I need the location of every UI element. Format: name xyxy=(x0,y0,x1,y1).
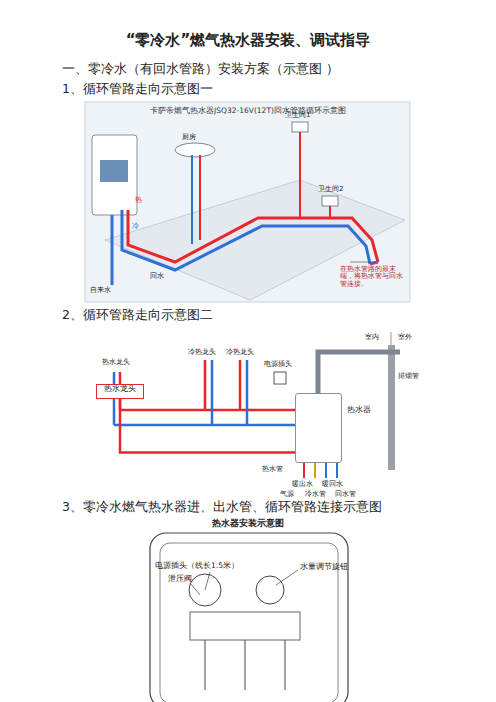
cold-riser xyxy=(211,360,214,425)
annotation: 冷热龙头 xyxy=(188,348,216,356)
kitchen-sink xyxy=(175,143,215,157)
node-label: 热水器 xyxy=(347,406,371,415)
section-heading: 2、循环管路走向示意图二 xyxy=(62,308,213,322)
shower-head xyxy=(322,196,338,206)
heater-outline xyxy=(150,533,348,702)
annotation: 自来水 xyxy=(90,286,111,294)
annotation: 热水器安装示意图 xyxy=(0,518,496,528)
outer-wall xyxy=(388,345,395,470)
hot-pipe xyxy=(128,210,378,262)
mains-inlet xyxy=(111,215,114,285)
leader-line xyxy=(350,262,376,263)
hot-water-pipe xyxy=(120,399,295,453)
cold-pipe xyxy=(114,424,297,427)
faucet-box: 热水龙头 xyxy=(96,384,144,399)
pipe-stub xyxy=(245,640,246,690)
annotation: 卡萨帝燃气热水器JSQ32-16V(12T)回水管路循环示意图 xyxy=(0,107,496,116)
section-heading: 3、零冷水燃气热水器进、出水管、循环管路连接示意图 xyxy=(62,500,382,514)
annotation: 排烟管 xyxy=(398,372,419,380)
page-title: “零冷水”燃气热水器安装、调试指导 xyxy=(0,32,496,49)
manifold xyxy=(190,612,300,640)
water-valve xyxy=(256,576,284,604)
annotation: 泄压阀 xyxy=(168,575,192,584)
heater-panel xyxy=(100,160,128,182)
annotation: 回水管 xyxy=(335,491,356,498)
annotation: 厨房 xyxy=(182,133,196,141)
pipe-stub xyxy=(285,640,286,690)
section-heading: 一、零冷水（有回水管路）安装方案（示意图 ） xyxy=(62,62,339,76)
cold-riser xyxy=(191,155,193,244)
annotation: 冷水管 xyxy=(305,491,326,498)
annotation: 电源插头 xyxy=(264,360,292,368)
hot-riser xyxy=(329,206,331,218)
inlet-stub xyxy=(325,463,327,478)
hot-pipe xyxy=(120,409,297,412)
hot-riser xyxy=(204,360,207,410)
power-socket xyxy=(274,372,286,384)
annotation: 暖回水 xyxy=(322,481,343,488)
hot-riser xyxy=(299,132,301,218)
node-label: 热水龙头 xyxy=(97,385,143,394)
annotation: 热水管 xyxy=(262,466,283,473)
leader-line xyxy=(190,583,200,595)
pipe-stub xyxy=(205,640,206,690)
hot-riser xyxy=(239,360,242,410)
annotation: 热 xyxy=(135,196,142,204)
gas-stub xyxy=(314,463,316,478)
annotation: 室内 xyxy=(365,333,379,341)
annotation: 冷 xyxy=(132,222,139,230)
annotation: 回水 xyxy=(150,272,164,280)
outlet-stub xyxy=(303,463,305,478)
annotation: 卫生间2 xyxy=(318,185,343,193)
return-stub xyxy=(336,463,338,478)
annotation: 暖出水 xyxy=(292,481,313,488)
annotation: 热水龙头 xyxy=(102,358,130,366)
annotation: 室外 xyxy=(398,333,412,341)
water-heater-drawing xyxy=(92,135,137,215)
heater-box: 热水器 xyxy=(295,393,342,463)
annotation: 卫生间1 xyxy=(285,111,310,119)
annotation: 冷热龙头 xyxy=(226,348,254,356)
shower-head xyxy=(292,122,308,132)
wall-divider xyxy=(391,332,392,345)
hot-riser xyxy=(199,155,201,240)
annotation: 电源插头（线长1.5米） xyxy=(155,562,239,571)
leader-line xyxy=(205,572,210,590)
figure-background xyxy=(85,102,410,302)
flue-pipe xyxy=(318,352,400,393)
cold-riser xyxy=(246,360,249,425)
section-heading: 1、循环管路走向示意图一 xyxy=(62,82,213,96)
annotation: 水量调节旋钮 xyxy=(300,563,348,572)
annotation: 在热水管路的最末端，将热水管与回水管连接。 xyxy=(340,266,408,288)
leader-line xyxy=(276,570,298,585)
return-pipe xyxy=(122,210,370,270)
annotation: 气源 xyxy=(280,491,294,498)
